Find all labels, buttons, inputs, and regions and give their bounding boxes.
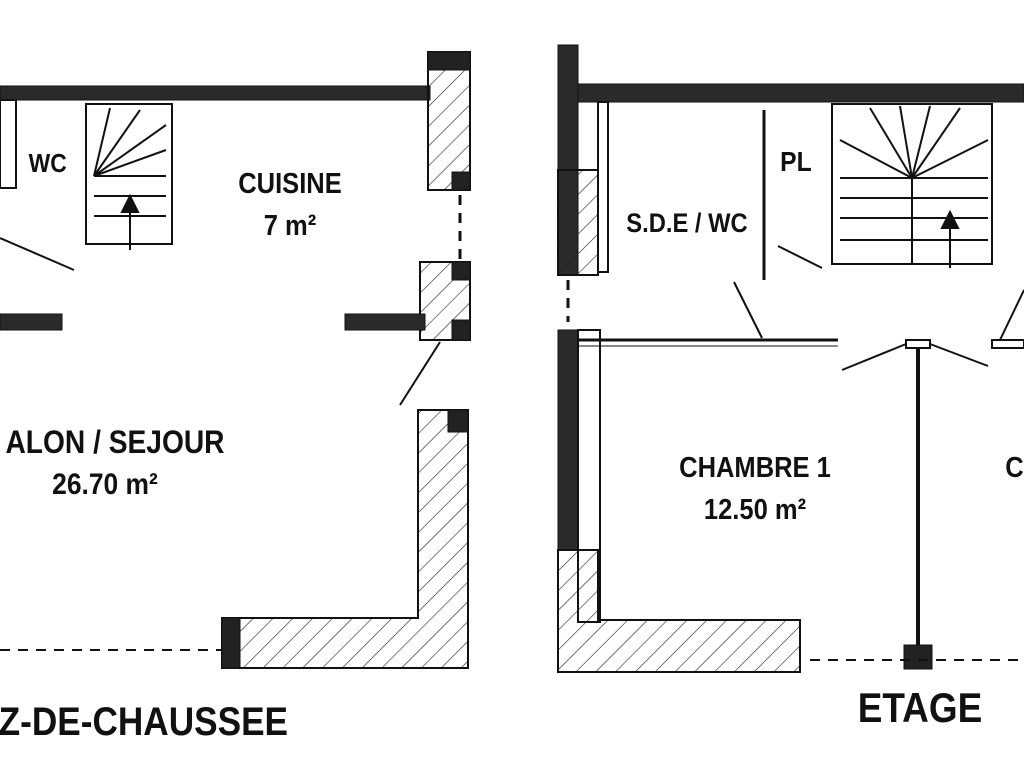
- staircase: [831, 103, 993, 268]
- staircase: [85, 103, 173, 250]
- room-label-wc: WC: [28, 148, 67, 178]
- room-label-pl: PL: [780, 146, 812, 177]
- room-area-cuisine: 7 m²: [263, 210, 317, 242]
- floor-title-ground: Z-DE-CHAUSSEE: [0, 700, 289, 744]
- room-label-cuisine: CUISINE: [238, 168, 342, 200]
- right-wall-upper: [427, 51, 471, 191]
- room-label-chambre-2-partial: C: [1005, 452, 1024, 484]
- floor-title-upper: ETAGE: [857, 684, 983, 731]
- ground-floor-plan: [0, 51, 471, 669]
- room-label-chambre-1: CHAMBRE 1: [679, 452, 831, 484]
- top-wall: [559, 83, 1024, 103]
- bottom-right-wall: [221, 409, 469, 669]
- room-label-sde: S.D.E / WC: [626, 208, 748, 238]
- room-label-salon: ALON / SEJOUR: [5, 424, 225, 460]
- bottom-left-wall: [557, 549, 801, 673]
- top-wall: [0, 85, 431, 101]
- room-area-salon: 26.70 m²: [52, 468, 158, 501]
- room-area-chambre-1: 12.50 m²: [703, 494, 807, 526]
- upper-floor-plan: [557, 44, 1024, 673]
